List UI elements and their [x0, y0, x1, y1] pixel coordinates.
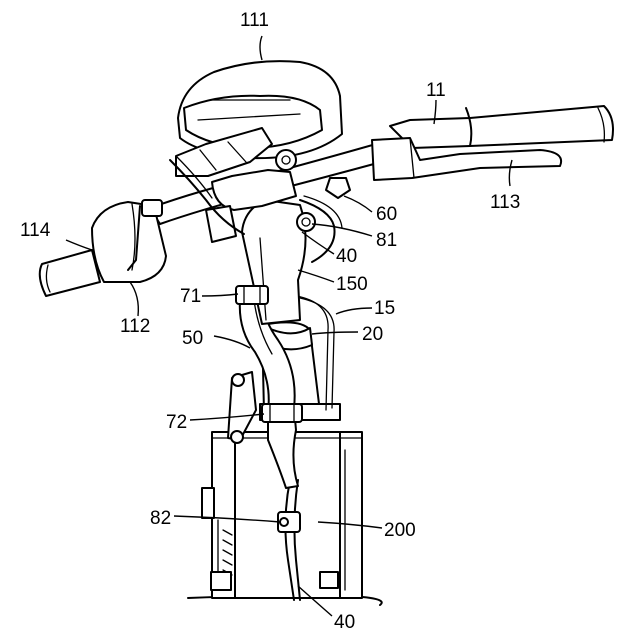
clamp-72 — [262, 404, 302, 422]
label-20: 20 — [362, 324, 383, 345]
label-40-lower: 40 — [334, 612, 355, 633]
label-15: 15 — [374, 298, 395, 319]
label-40-upper: 40 — [336, 246, 357, 267]
label-82: 82 — [150, 508, 171, 529]
label-114: 114 — [20, 220, 51, 241]
bolt-60 — [326, 178, 350, 198]
left-grip-114 — [40, 250, 100, 296]
clamp-71 — [236, 286, 268, 304]
label-60: 60 — [376, 204, 397, 225]
label-81: 81 — [376, 230, 397, 251]
label-11: 11 — [426, 80, 446, 101]
label-50: 50 — [182, 328, 203, 349]
grommet-81 — [297, 213, 315, 231]
label-72: 72 — [166, 412, 187, 433]
label-71: 71 — [180, 286, 201, 307]
label-112: 112 — [120, 316, 150, 337]
label-111: 111 — [240, 10, 269, 31]
label-150: 150 — [336, 274, 368, 295]
label-113: 113 — [490, 192, 520, 213]
label-200: 200 — [384, 520, 416, 541]
meter-111 — [176, 61, 342, 176]
right-grip-11 — [390, 106, 613, 148]
clamp-82 — [278, 512, 300, 532]
